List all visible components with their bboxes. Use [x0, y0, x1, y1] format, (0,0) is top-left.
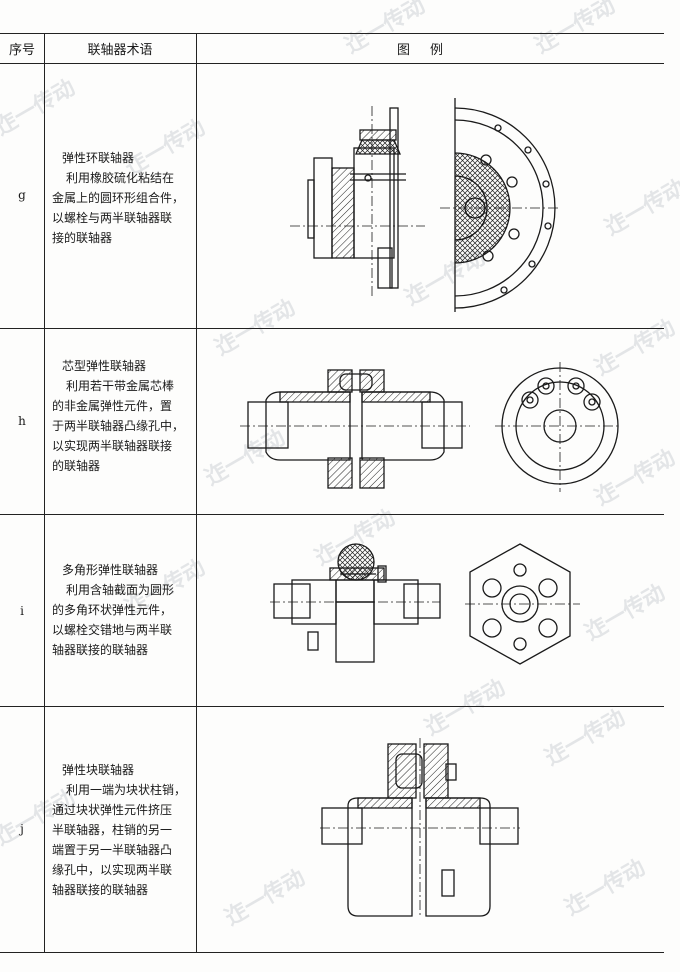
term-desc-line: 以实现两半联轴器联接: [52, 439, 173, 453]
table-rule: [0, 33, 664, 34]
term-title: 芯型弹性联轴器: [62, 359, 147, 373]
row-term: 弹性环联轴器 利用橡胶硫化粘结在 金属上的圆环形组合件， 以螺栓与两半联轴器联 …: [52, 148, 192, 248]
term-desc-line: 利用一端为块状柱销，: [66, 783, 187, 797]
term-desc-line: 轴器联接的联轴器: [52, 883, 149, 897]
table-divider: [44, 33, 45, 952]
table-rule: [0, 952, 664, 953]
header-term: 联轴器术语: [87, 42, 153, 58]
term-title: 弹性块联轴器: [62, 763, 135, 777]
term-desc-line: 的非金属弹性元件，置: [52, 399, 173, 413]
header-figure: 图例: [396, 42, 463, 58]
table-rule: [0, 63, 664, 64]
term-desc-line: 于两半联轴器凸缘孔中，: [52, 419, 185, 433]
row-term: 多角形弹性联轴器 利用含轴截面为圆形 的多角环状弹性元件， 以螺栓交错地与两半联…: [52, 560, 192, 660]
term-desc-line: 轴器联接的联轴器: [52, 643, 149, 657]
term-desc-line: 半联轴器，柱销的另一: [52, 823, 173, 837]
table-rule: [0, 328, 664, 329]
term-desc-line: 接的联轴器: [52, 231, 113, 245]
term-desc-line: 利用橡胶硫化粘结在: [66, 171, 175, 185]
term-desc-line: 通过块状弹性元件挤压: [52, 803, 173, 817]
table-rule: [0, 514, 664, 515]
row-seq: i: [20, 604, 24, 618]
row-term: 芯型弹性联轴器 利用若干带金属芯棒 的非金属弹性元件，置 于两半联轴器凸缘孔中，…: [52, 356, 192, 476]
figure-elastic-ring-coupling: [290, 98, 560, 312]
term-desc-line: 缘孔中，以实现两半联: [52, 863, 173, 877]
row-seq: j: [20, 822, 24, 836]
row-seq: g: [18, 188, 26, 202]
term-desc-line: 的多角环状弹性元件，: [52, 603, 173, 617]
term-desc-line: 以螺栓交错地与两半联: [52, 623, 173, 637]
row-term: 弹性块联轴器 利用一端为块状柱销， 通过块状弹性元件挤压 半联轴器，柱销的另一 …: [52, 760, 192, 900]
figure-polygonal-elastic-coupling: [270, 543, 580, 665]
term-desc-line: 以螺栓与两半联轴器联: [52, 211, 173, 225]
term-desc-line: 利用含轴截面为圆形: [66, 583, 175, 597]
header-seq: 序号: [8, 42, 35, 58]
row-seq: h: [18, 414, 26, 428]
term-desc-line: 端置于另一半联轴器凸: [52, 843, 173, 857]
table-rule: [0, 706, 664, 707]
term-title: 多角形弹性联轴器: [62, 563, 159, 577]
table-divider: [196, 33, 197, 952]
figure-core-type-coupling: [240, 362, 620, 492]
term-title: 弹性环联轴器: [62, 151, 135, 165]
figure-elastic-block-coupling: [320, 738, 520, 918]
term-desc-line: 的联轴器: [52, 459, 101, 473]
term-desc-line: 金属上的圆环形组合件，: [52, 191, 185, 205]
term-desc-line: 利用若干带金属芯棒: [66, 379, 175, 393]
